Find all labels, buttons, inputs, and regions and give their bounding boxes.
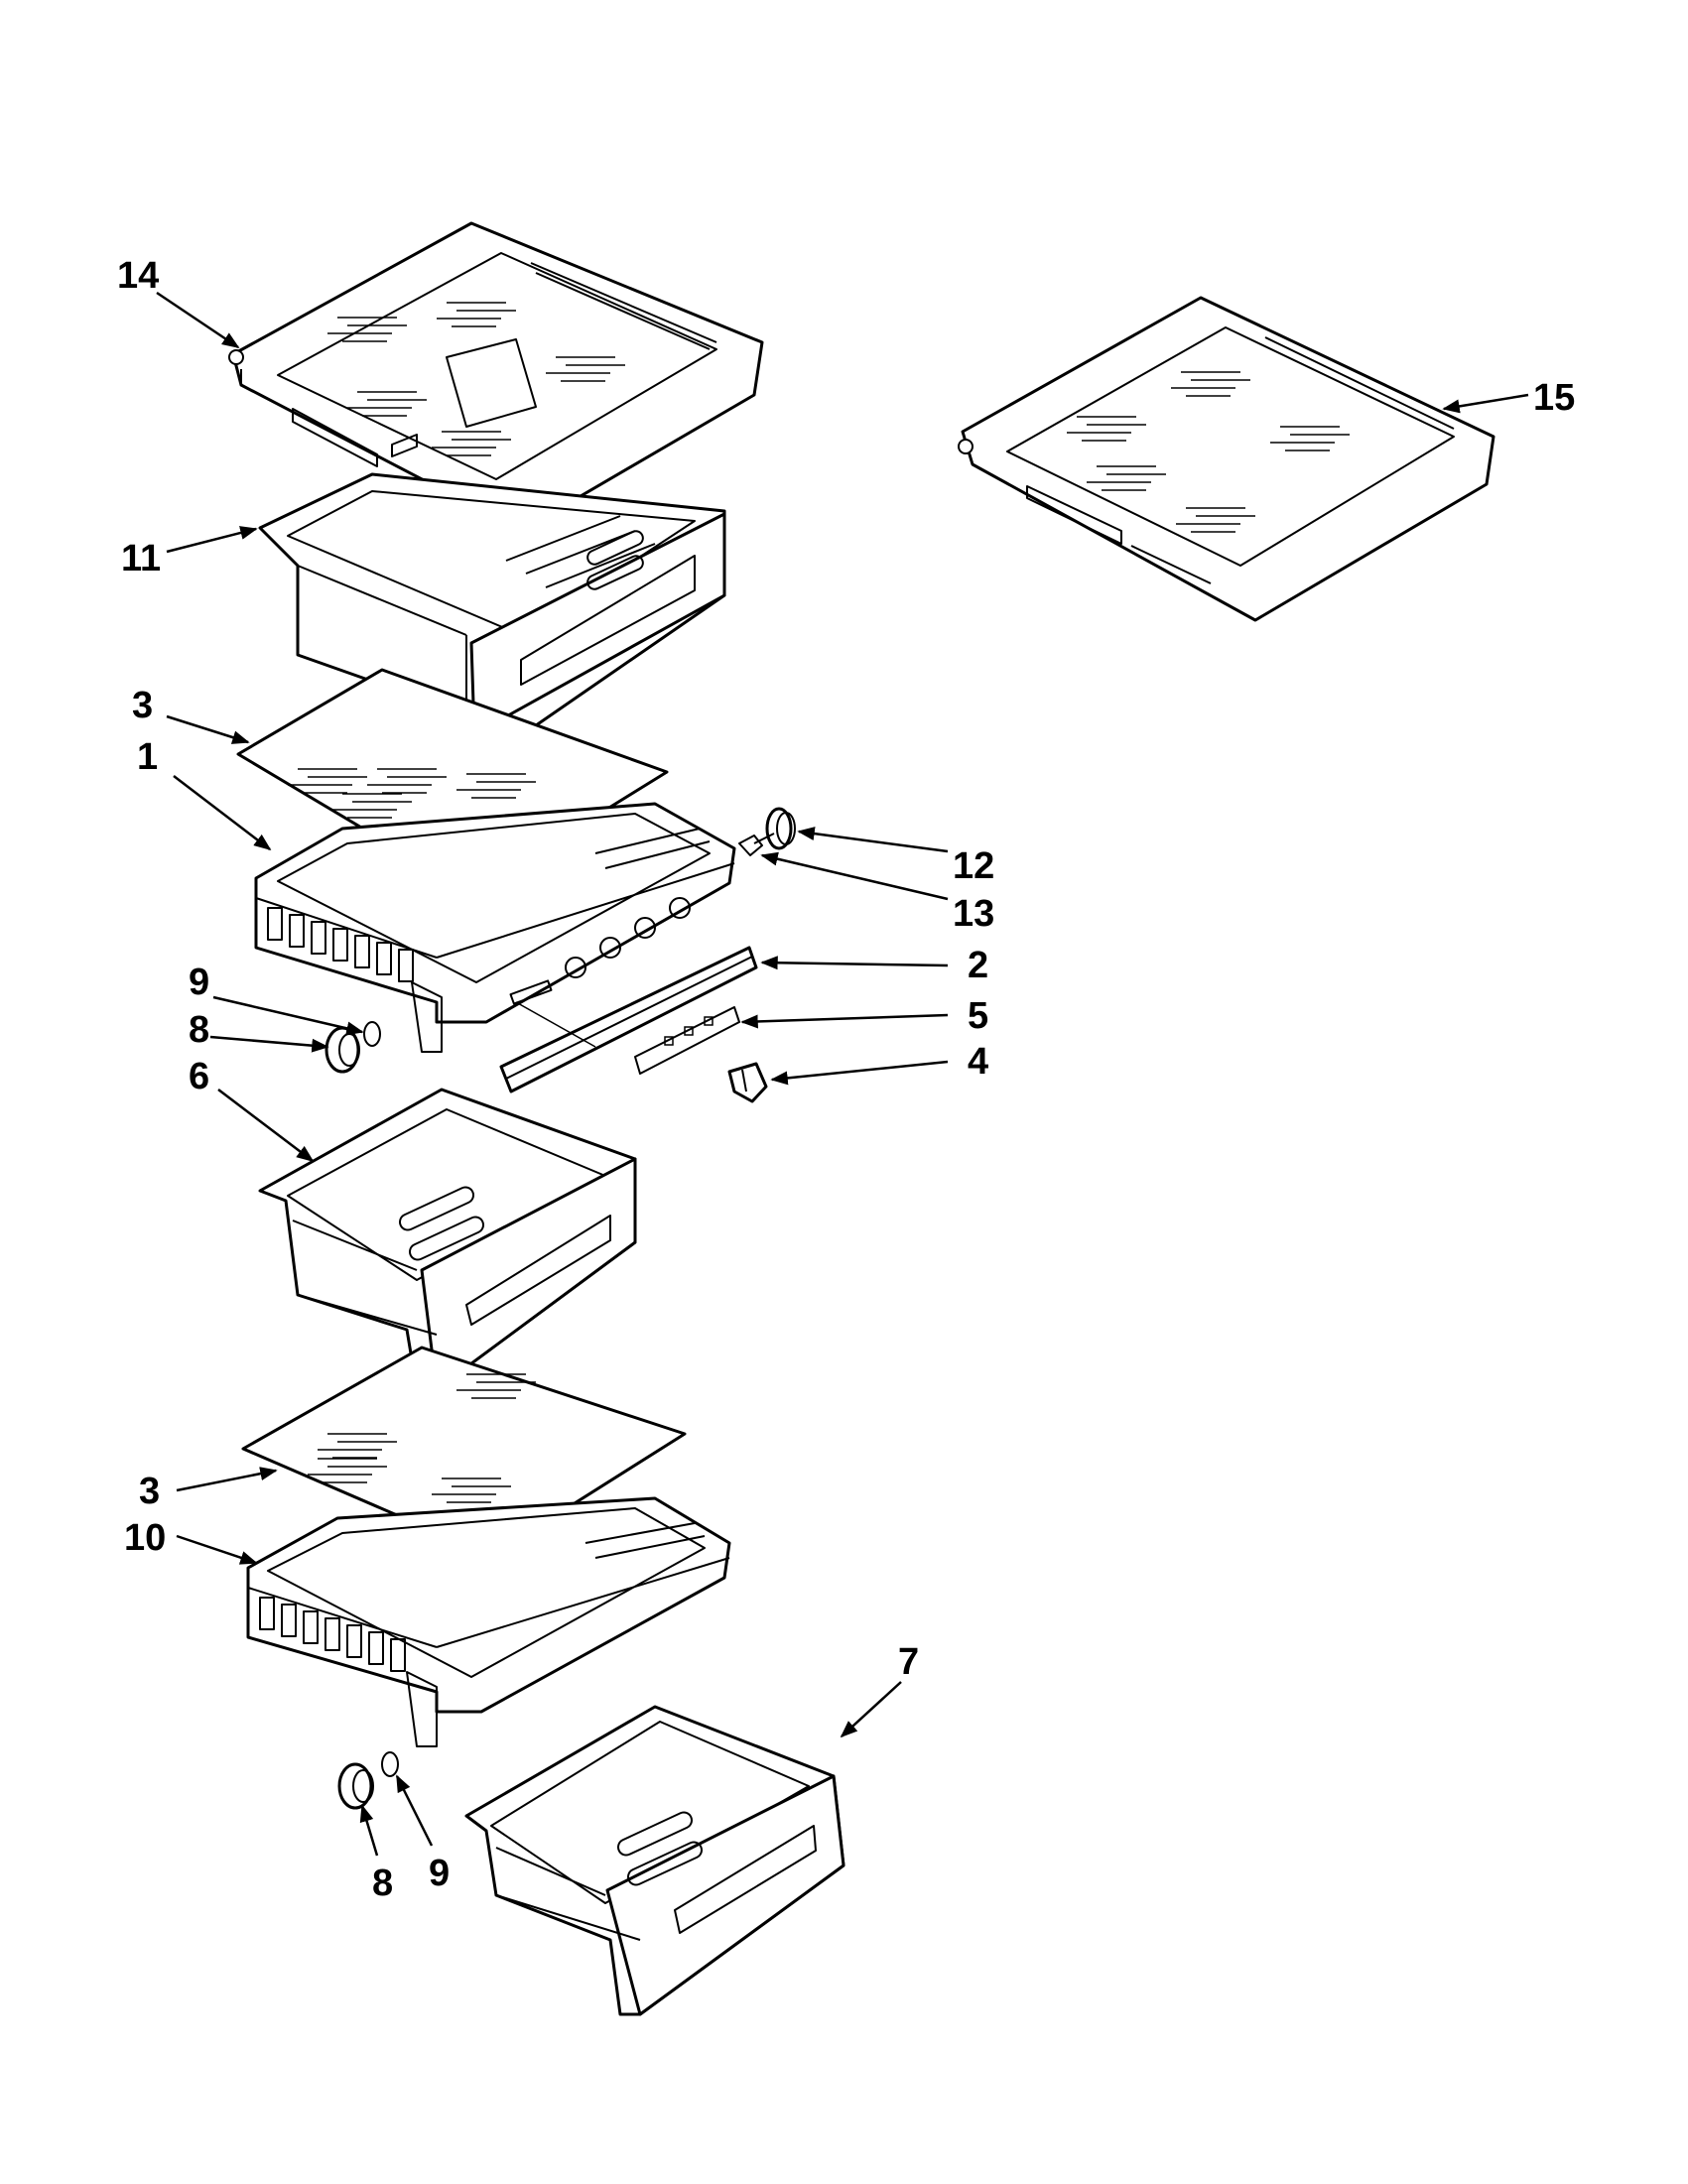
callout-9-lower: 9 bbox=[429, 1853, 450, 1894]
leader-3-lower bbox=[176, 1467, 278, 1492]
roller-part-12 bbox=[765, 807, 796, 850]
leader-5 bbox=[740, 1013, 949, 1029]
callout-2: 2 bbox=[968, 945, 988, 986]
leader-15 bbox=[1442, 393, 1529, 414]
wheel-part-8-lower bbox=[337, 1762, 374, 1810]
leader-6 bbox=[217, 1089, 315, 1163]
callout-9-upper: 9 bbox=[189, 962, 209, 1003]
callout-11: 11 bbox=[121, 538, 161, 579]
callout-8-lower: 8 bbox=[372, 1863, 393, 1904]
leader-3-upper bbox=[166, 714, 250, 744]
leader-2 bbox=[760, 956, 949, 970]
crisper-drawer-part-7 bbox=[464, 1705, 845, 2016]
callout-10: 10 bbox=[124, 1517, 166, 1559]
leader-7 bbox=[840, 1681, 902, 1738]
leader-4 bbox=[770, 1060, 949, 1086]
crisper-drawer-part-11 bbox=[258, 472, 726, 736]
callout-1: 1 bbox=[137, 736, 158, 778]
callout-13: 13 bbox=[953, 893, 994, 935]
callout-6: 6 bbox=[189, 1056, 209, 1097]
callout-12: 12 bbox=[953, 845, 994, 887]
rail-part-2 bbox=[499, 946, 758, 1093]
shelf-frame-part-14 bbox=[228, 221, 764, 533]
callout-5: 5 bbox=[968, 995, 988, 1037]
callout-15: 15 bbox=[1533, 377, 1575, 419]
callout-3-lower: 3 bbox=[139, 1471, 160, 1512]
leader-lines bbox=[156, 291, 1529, 1857]
strip-part-5 bbox=[634, 1006, 740, 1075]
callout-8-upper: 8 bbox=[189, 1009, 209, 1051]
leader-8-lower bbox=[359, 1804, 379, 1857]
washer-part-9-upper bbox=[363, 1021, 381, 1047]
crisper-drawer-part-6 bbox=[258, 1088, 637, 1391]
leader-14 bbox=[156, 291, 240, 349]
leader-1 bbox=[173, 775, 272, 851]
callout-labels: 14 15 11 3 1 12 13 2 5 4 9 8 6 3 10 7 9 … bbox=[117, 255, 1575, 1904]
callout-3-upper: 3 bbox=[132, 685, 153, 726]
crisper-frame-part-10 bbox=[246, 1496, 731, 1747]
washer-part-9-lower bbox=[381, 1751, 399, 1777]
clip-part-4 bbox=[727, 1062, 768, 1103]
leader-8-upper bbox=[209, 1035, 329, 1053]
crisper-frame-part-1 bbox=[254, 802, 736, 1053]
leader-12 bbox=[797, 827, 949, 853]
screw-part-13 bbox=[738, 833, 775, 856]
leader-13 bbox=[760, 851, 949, 901]
leader-10 bbox=[176, 1534, 258, 1565]
leader-9-upper bbox=[212, 995, 364, 1036]
callout-4: 4 bbox=[968, 1041, 988, 1083]
shelf-part-15 bbox=[958, 296, 1495, 622]
callout-7: 7 bbox=[898, 1641, 919, 1683]
wheel-part-8-upper bbox=[325, 1026, 360, 1074]
leader-9-lower bbox=[395, 1774, 434, 1847]
callout-14: 14 bbox=[117, 255, 159, 297]
leader-11 bbox=[166, 526, 258, 554]
